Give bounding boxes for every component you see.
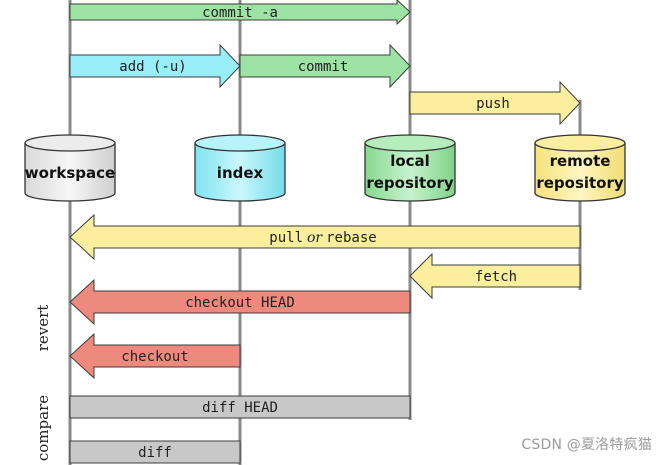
index-label: index [217,164,264,182]
diff-head-label: diff HEAD [202,400,278,416]
add-label: add (-u) [119,59,186,75]
remote-label-line1: remote [550,152,611,170]
local-label-line1: local [390,152,430,170]
rebase-label: rebase [326,230,377,246]
push-arrow: push [409,80,581,126]
diff-bar: diff [69,440,241,464]
workspace-label: workspace [25,164,115,182]
remote-label-line2: repository [536,174,624,192]
local-repository-store: local repository [364,134,456,202]
cylinder-green-icon [364,143,456,202]
add-arrow: add (-u) [69,43,241,89]
commit-a-label: commit -a [202,5,278,21]
revert-section-label: revert [34,305,52,352]
or-label: or [307,230,323,246]
fetch-arrow: fetch [409,252,581,300]
remote-repository-store: remote repository [534,134,626,202]
index-store: index [194,134,286,202]
fetch-label: fetch [475,269,517,285]
checkout-head-label: checkout HEAD [185,295,295,311]
push-label: push [476,96,510,112]
cylinder-blue-icon [194,143,286,202]
commit-a-arrow: commit -a [69,0,411,26]
csdn-watermark: CSDN @夏洛特疯猫 [521,437,652,453]
compare-section-label: compare [34,395,52,461]
diff-head-bar: diff HEAD [69,395,411,419]
cylinder-yellow-icon [534,143,626,202]
commit-arrow: commit [239,43,411,89]
cylinder-gray-icon [24,143,116,202]
commit-label: commit [298,59,349,75]
checkout-arrow: checkout [69,332,241,380]
checkout-label: checkout [121,349,188,365]
local-label-line2: repository [366,174,454,192]
workspace-store: workspace [24,134,116,202]
pull-label: pull [269,230,303,246]
diff-label: diff [138,445,172,461]
checkout-head-arrow: checkout HEAD [69,278,411,326]
